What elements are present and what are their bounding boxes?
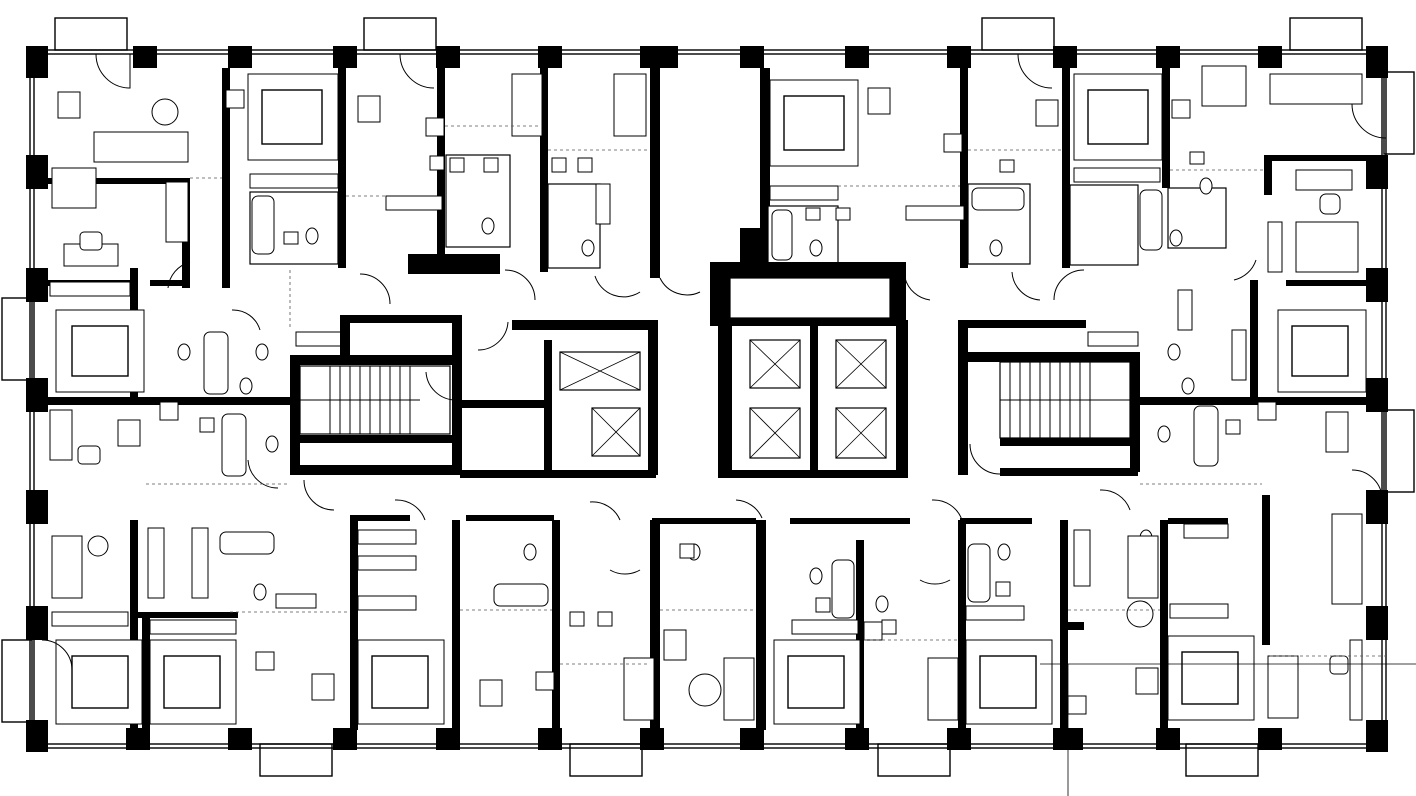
bed-icon bbox=[51, 73, 1367, 725]
dining-table-icon bbox=[57, 65, 1349, 707]
elevator-icon bbox=[559, 339, 887, 459]
zone-separators bbox=[146, 125, 1386, 665]
wardrobe-icon bbox=[49, 167, 1283, 635]
desk-icon bbox=[49, 169, 1363, 721]
sink-icon bbox=[199, 151, 1241, 635]
bathrooms-top bbox=[249, 154, 1227, 269]
interior-walls bbox=[30, 68, 1386, 730]
door-swing-icon bbox=[41, 53, 1387, 671]
armchair-icon bbox=[77, 193, 1349, 675]
bathtub-icon bbox=[203, 187, 1219, 619]
staircase-icon bbox=[299, 361, 1131, 439]
building-core bbox=[290, 228, 1140, 478]
section-marker bbox=[1040, 663, 1416, 796]
